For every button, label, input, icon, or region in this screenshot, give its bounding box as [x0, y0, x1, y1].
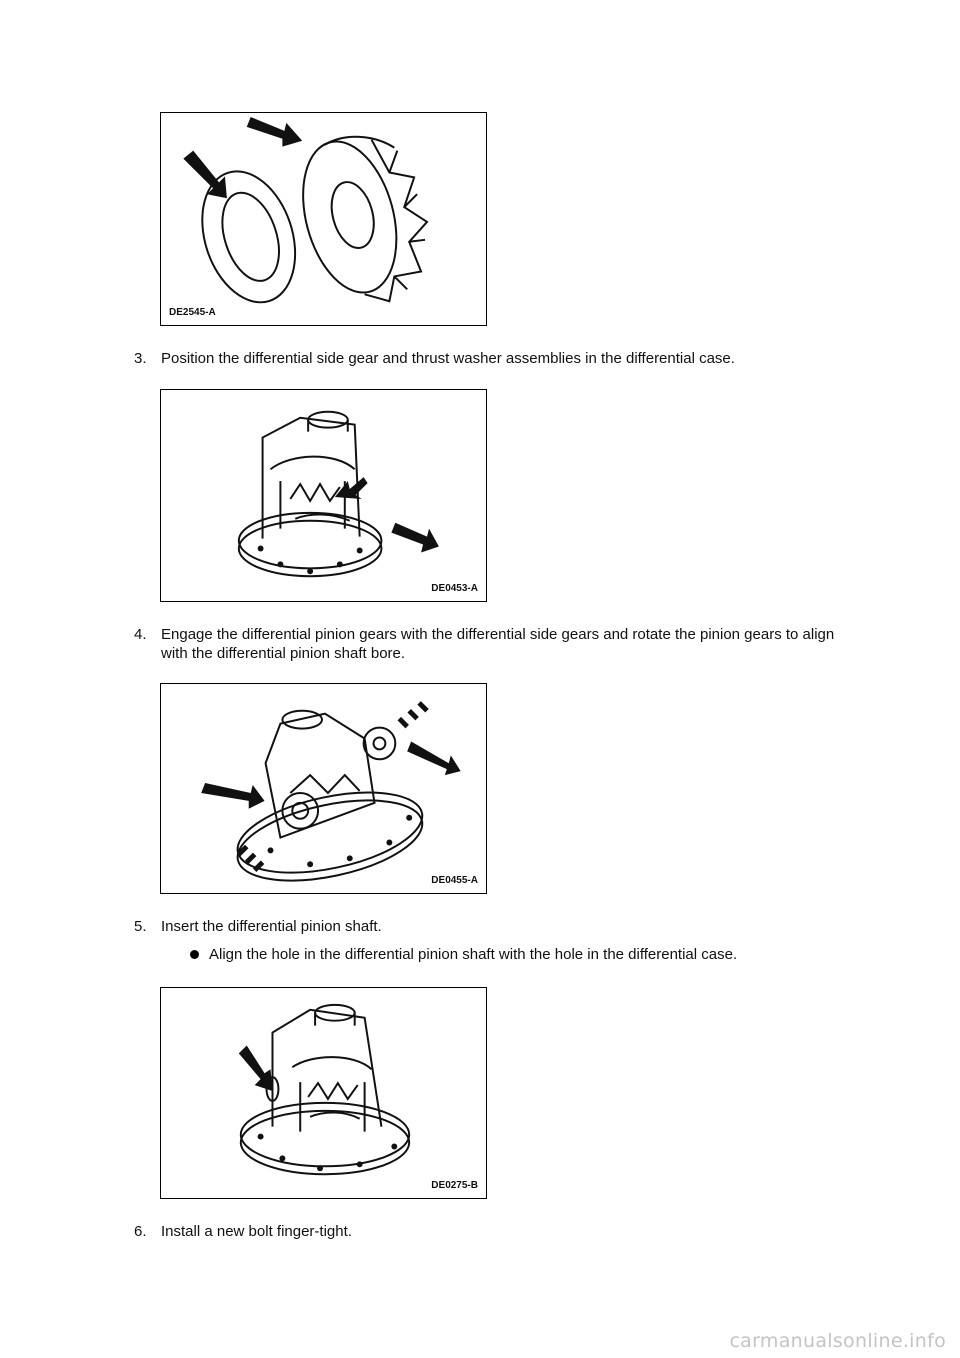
case-side-gear-illustration — [237, 410, 439, 578]
side-gear-washer-illustration — [183, 116, 429, 304]
bullet-dot — [190, 950, 199, 959]
step-number: 4. — [134, 626, 147, 643]
figure-code: DE2545-A — [169, 307, 216, 318]
step-number: 6. — [134, 1223, 147, 1240]
figure-side-gear-washer: DE2545-A — [160, 112, 487, 326]
figure-pinion-shaft: DE0275-B — [160, 987, 487, 1199]
pinion-gears-illustration — [201, 701, 461, 882]
step-number: 3. — [134, 350, 147, 367]
figure-pinion-gears: DE0455-A — [160, 683, 487, 894]
bullet-text: Align the hole in the differential pinio… — [209, 946, 738, 963]
figure-case-side-gear: DE0453-A — [160, 389, 487, 602]
step-text: Engage the differential pinion gears wit… — [161, 626, 835, 662]
watermark: carmanualsonline.info — [729, 1330, 946, 1352]
step-text: Insert the differential pinion shaft. — [161, 918, 382, 935]
figure-code: DE0453-A — [431, 583, 478, 594]
figure-code: DE0275-B — [431, 1180, 478, 1191]
figure-code: DE0455-A — [431, 875, 478, 886]
step-text: Position the differential side gear and … — [161, 350, 735, 367]
step-text: Install a new bolt finger-tight. — [161, 1223, 352, 1240]
step-number: 5. — [134, 918, 147, 935]
pinion-shaft-illustration — [238, 1003, 411, 1176]
